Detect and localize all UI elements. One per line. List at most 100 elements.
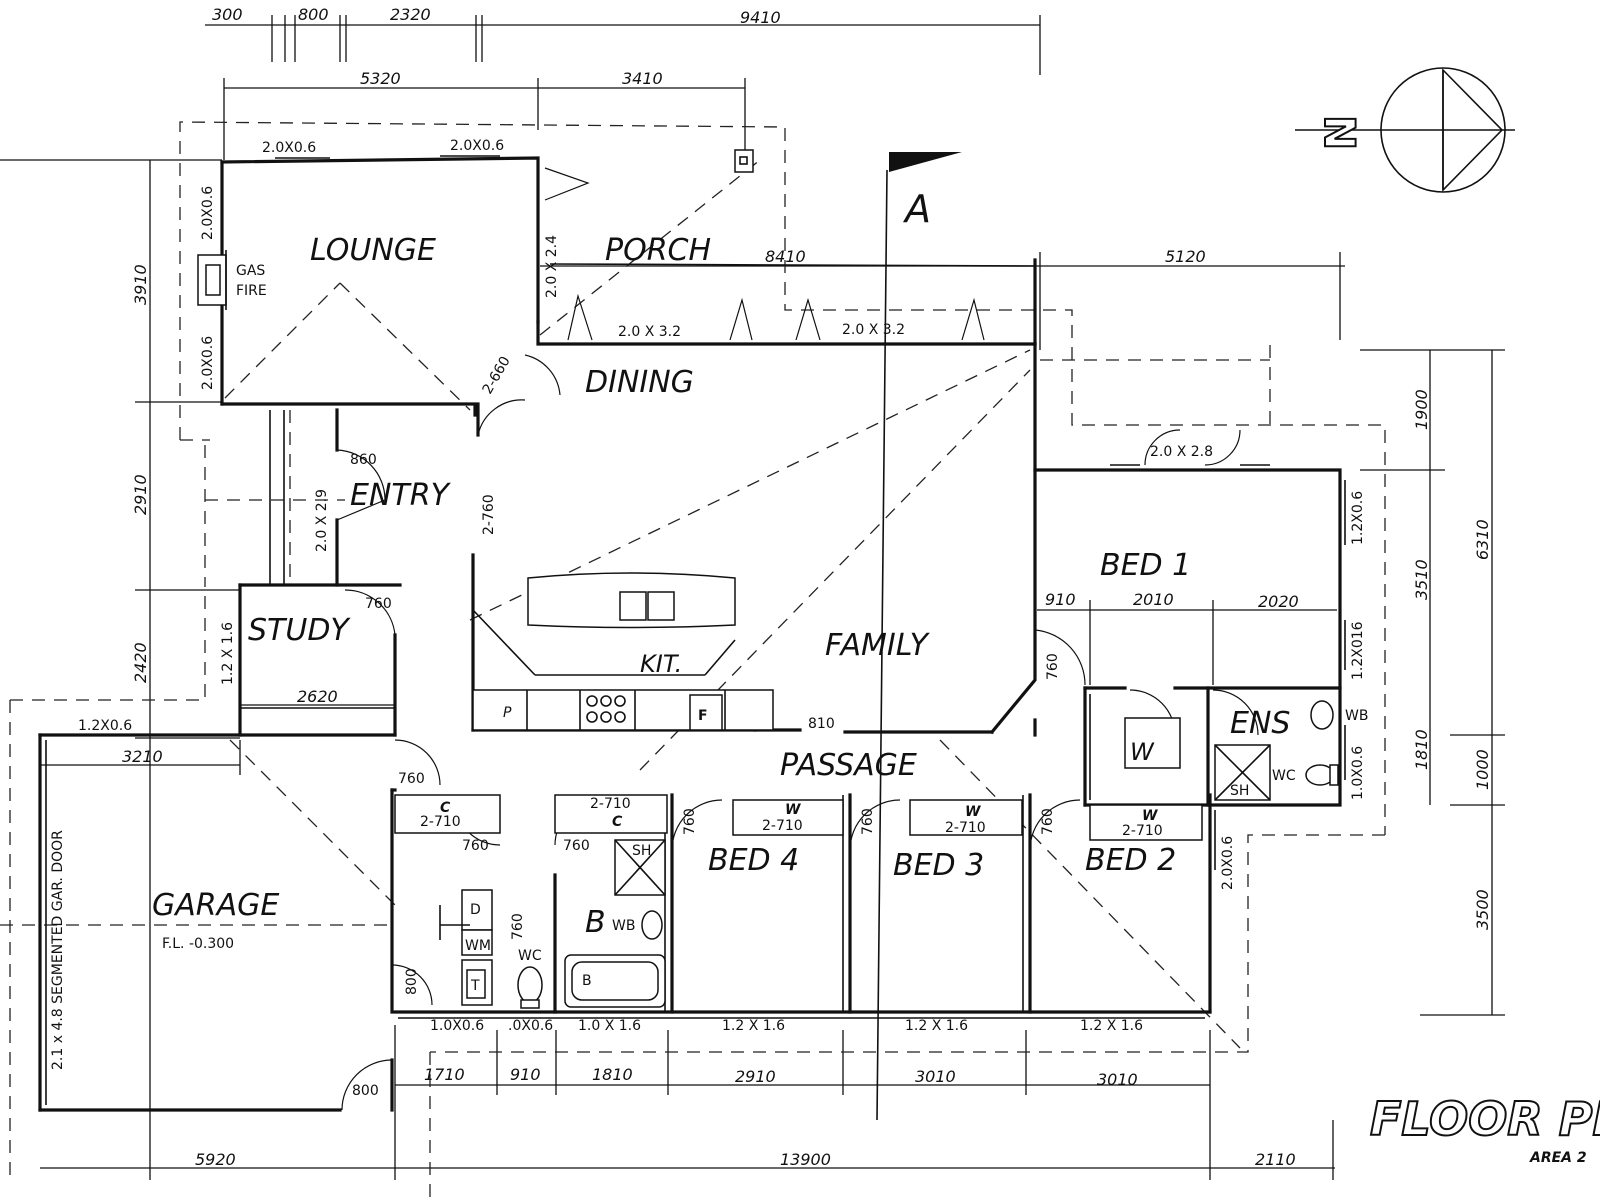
door-800-laundry: 800 xyxy=(404,968,420,995)
slider-2-size: 2.0 X 3.2 xyxy=(842,322,905,338)
cupboard-2710b: 2-710 xyxy=(590,796,631,812)
garage-door-label: 2.1 x 4.8 SEGMENTED GAR. DOOR xyxy=(50,830,66,1070)
door-760-bath: 760 xyxy=(563,838,590,854)
room-dining: DINING xyxy=(585,365,694,400)
dim-right-1000: 1000 xyxy=(1473,749,1492,790)
pantry-label: P xyxy=(503,705,512,721)
dim-lounge-5320: 5320 xyxy=(360,69,401,88)
ens-sh: SH xyxy=(1230,783,1249,799)
room-entry: ENTRY xyxy=(350,478,452,513)
win-lounge-2: 2.0X0.6 xyxy=(450,138,504,154)
north-symbol: N xyxy=(1315,115,1364,150)
dim-bed1-5120: 5120 xyxy=(1165,247,1206,266)
door-2660: 2-660 xyxy=(480,354,514,397)
robe-w3: W xyxy=(965,804,981,820)
dim-bed1-2010: 2010 xyxy=(1133,590,1174,609)
room-labels: LOUNGE PORCH DINING ENTRY STUDY KIT. FAM… xyxy=(152,233,1290,940)
dim-top-2320: 2320 xyxy=(390,5,431,24)
garage-window: 1.2X0.6 xyxy=(78,718,132,734)
study-window: 1.2 X 1.6 xyxy=(220,622,236,685)
bath-window: 1.0 X 1.6 xyxy=(578,1018,641,1034)
cupboard-c1: C xyxy=(440,800,451,816)
robe-2710-bed2: 2-710 xyxy=(1122,823,1163,839)
door-760-laundry: 760 xyxy=(398,771,425,787)
room-bed2: BED 2 xyxy=(1085,843,1176,878)
bath-tub: B xyxy=(582,973,592,989)
dim-top-9410: 9410 xyxy=(740,8,781,27)
door-760-study: 760 xyxy=(365,596,392,612)
dim-bot-2910: 2910 xyxy=(735,1067,776,1086)
bed1-side-window: 1.2X0.6 xyxy=(1350,491,1366,545)
door-760-bed2: 760 xyxy=(1040,808,1056,835)
door-2760: 2-760 xyxy=(481,494,497,535)
robe-w4: W xyxy=(785,802,801,818)
door-760-linen: 760 xyxy=(462,838,489,854)
dim-garage-3210: 3210 xyxy=(122,747,163,766)
dim-right-3510: 3510 xyxy=(1412,559,1431,600)
annotations: GAS FIRE F.L. -0.300 2.1 x 4.8 SEGMENTED… xyxy=(50,114,1600,1166)
dim-bed1-910: 910 xyxy=(1045,590,1076,609)
room-bed4: BED 4 xyxy=(708,843,799,878)
room-walk-in-robe: W xyxy=(1130,738,1155,766)
win-lounge-4: 2.0X0.6 xyxy=(200,336,216,390)
bath-wb: WB xyxy=(612,918,635,934)
cupboard-c2: C xyxy=(612,814,623,830)
windows xyxy=(197,155,1346,870)
dim-bot-13900: 13900 xyxy=(780,1150,831,1169)
room-garage: GARAGE xyxy=(152,888,279,923)
dim-study-2620: 2620 xyxy=(297,687,338,706)
porch-door-size: 2.0 X 2.4 xyxy=(544,235,560,298)
dim-porch-3410: 3410 xyxy=(622,69,663,88)
dim-bot-1810: 1810 xyxy=(592,1065,633,1084)
plan-title: FLOOR PL xyxy=(1370,1092,1600,1146)
roof-outline xyxy=(0,121,1386,1200)
bed4-window: 1.2 X 1.6 xyxy=(722,1018,785,1034)
room-kitchen: KIT. xyxy=(640,650,682,678)
door-760-bed4: 760 xyxy=(682,808,698,835)
win-lounge-3: 2.0X0.6 xyxy=(200,186,216,240)
room-bed1: BED 1 xyxy=(1100,548,1191,583)
door-810: 810 xyxy=(808,716,835,732)
ens-window: 1.0X0.6 xyxy=(1350,746,1366,800)
door-760-bed3: 760 xyxy=(860,808,876,835)
robe-w2: W xyxy=(1142,808,1158,824)
room-family: FAMILY xyxy=(825,628,931,663)
door-800-garage: 800 xyxy=(352,1083,379,1099)
gas-label: GAS xyxy=(236,263,265,279)
dim-bot-1710: 1710 xyxy=(424,1065,465,1084)
cupboard-2710a: 2-710 xyxy=(420,814,461,830)
washer-label: WM xyxy=(465,938,491,954)
dim-right-6310: 6310 xyxy=(1473,519,1492,560)
room-ensuite: ENS xyxy=(1230,706,1290,741)
bath-sh: SH xyxy=(632,843,651,859)
dim-left-2420: 2420 xyxy=(131,642,150,683)
slider-1-size: 2.0 X 3.2 xyxy=(618,324,681,340)
dryer-label: D xyxy=(470,902,481,918)
section-marker: A xyxy=(902,187,931,231)
dim-bot-3010a: 3010 xyxy=(915,1067,956,1086)
room-study: STUDY xyxy=(248,613,351,648)
bed1-side-window-2: 1.2X016 xyxy=(1350,621,1366,680)
door-760-wc: 760 xyxy=(510,913,526,940)
window-labels: 2.0X0.6 2.0X0.6 2.0X0.6 2.0X0.6 2.0 X 2.… xyxy=(78,138,1366,1034)
dim-bed1-2020: 2020 xyxy=(1258,592,1299,611)
dim-right-1810: 1810 xyxy=(1412,729,1431,770)
entry-door-size: 2.0 X 2.9 xyxy=(314,489,330,552)
dim-right-3500: 3500 xyxy=(1473,889,1492,930)
room-bathroom: B xyxy=(585,905,606,940)
dim-left-3910: 3910 xyxy=(131,264,150,305)
dim-top-300: 300 xyxy=(212,5,243,24)
room-lounge: LOUNGE xyxy=(310,233,436,268)
room-passage: PASSAGE xyxy=(780,748,917,783)
dim-left-2910: 2910 xyxy=(131,474,150,515)
wc-window: .0X0.6 xyxy=(508,1018,553,1034)
door-760-bed1: 760 xyxy=(1045,653,1061,680)
room-bed3: BED 3 xyxy=(893,848,984,883)
dim-right-1900: 1900 xyxy=(1412,389,1431,430)
fire-label: FIRE xyxy=(236,283,267,299)
bed2-window: 1.2 X 1.6 xyxy=(1080,1018,1143,1034)
area-label: AREA 2 xyxy=(1529,1150,1587,1166)
bed2-side-window: 2.0X0.6 xyxy=(1220,836,1236,890)
fridge-label: F xyxy=(698,708,708,724)
win-lounge-1: 2.0X0.6 xyxy=(262,140,316,156)
